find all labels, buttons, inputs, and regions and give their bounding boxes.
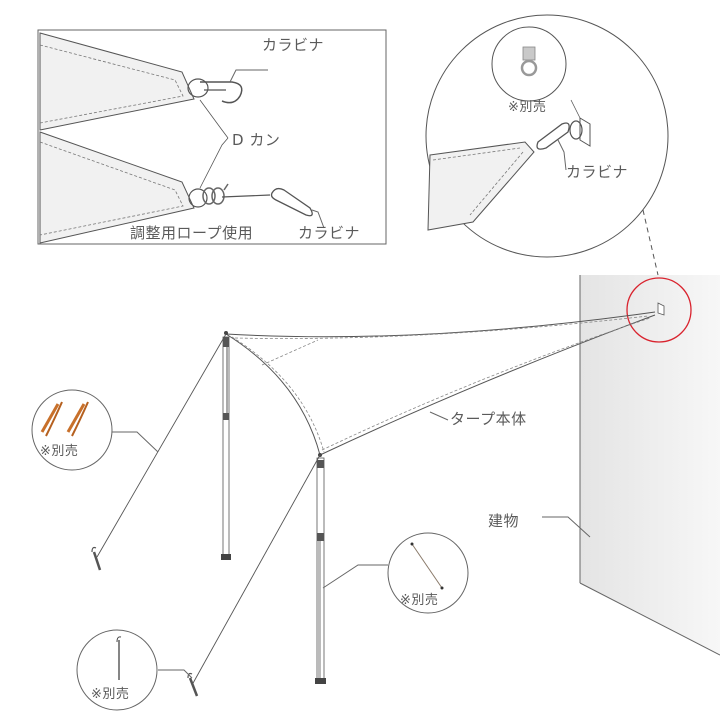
- highlight-circle: [626, 277, 692, 343]
- callout-rope: [31, 389, 159, 471]
- guy-rope-right: [191, 454, 321, 686]
- label-carabiner-wall: カラビナ: [566, 163, 629, 181]
- label-eye-plate-sold-separately: ※別売: [508, 100, 547, 115]
- guy-rope-left: [96, 333, 227, 558]
- label-carabiner-upper: カラビナ: [262, 36, 325, 54]
- callout-pole: [322, 532, 469, 614]
- leader-tarp: [429, 411, 449, 421]
- label-tarp-body: タープ本体: [450, 410, 527, 428]
- label-peg-sold-separately: ※別売: [91, 687, 130, 702]
- label-building: 建物: [488, 512, 520, 530]
- tarp-body: [225, 311, 656, 456]
- callout-peg: [76, 629, 193, 711]
- leader-building: [542, 516, 591, 538]
- inset-wall-anchor-detail: [425, 14, 669, 258]
- peg-right: [187, 672, 199, 697]
- label-adjust-rope: 調整用ロープ使用: [130, 224, 254, 242]
- pole-left: [221, 331, 231, 560]
- label-pole-sold-separately: ※別売: [400, 593, 439, 608]
- label-carabiner-lower: カラビナ: [298, 224, 361, 242]
- inset-attachment-detail: [37, 29, 387, 245]
- label-d-ring: D カン: [232, 131, 281, 149]
- building-wall: [579, 275, 720, 656]
- label-rope-sold-separately: ※別売: [40, 444, 79, 459]
- peg-left: [91, 546, 102, 571]
- callout-connector: [642, 209, 659, 276]
- pole-right: [315, 453, 326, 684]
